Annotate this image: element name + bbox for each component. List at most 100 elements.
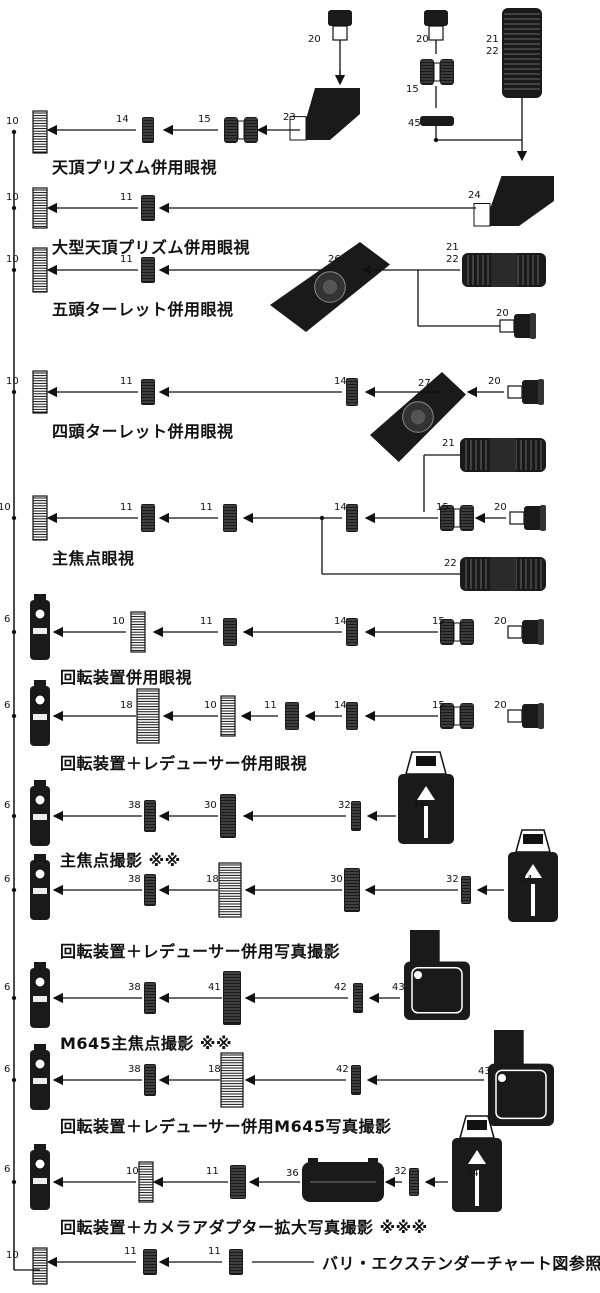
part-number-label: 36 [286, 1168, 299, 1179]
zoom-eyepiece-icon [460, 438, 546, 472]
part-number-label: 14 [116, 114, 129, 125]
part-number-label: 23 [283, 112, 296, 123]
adapter-ring-icon [141, 257, 155, 283]
part-number-label: 30 [204, 800, 217, 811]
rotator-unit-icon [30, 680, 50, 746]
rotator-ring-icon [137, 689, 159, 743]
junction-dot [12, 714, 16, 718]
rotator-ring-icon [33, 371, 47, 413]
eyepiece-icon [510, 505, 546, 531]
camera-adapter-icon [302, 1158, 384, 1202]
part-number-label: 10 [6, 376, 19, 387]
part-number-label: 10 [6, 116, 19, 127]
adapter-ring-icon [346, 702, 358, 730]
part-number-label: 45 [408, 118, 421, 129]
part-number-label: 10 [126, 1166, 139, 1177]
adapter-ring-icon [141, 504, 155, 532]
part-number-label: 43 [478, 1066, 491, 1077]
part-number-label: 11 [206, 1166, 219, 1177]
caption-four-turret: 四頭ターレット併用眼視 [52, 418, 234, 442]
junction-dot [12, 1078, 16, 1082]
part-number-label: 24 [468, 190, 481, 201]
adapter-ring-icon [344, 868, 360, 912]
part-number-label: 18 [208, 1064, 221, 1075]
part-number-label: 11 [200, 616, 213, 627]
rotator-ring-icon [219, 863, 241, 917]
rotator-ring-icon [33, 111, 47, 153]
zoom-eyepiece-icon [502, 8, 542, 98]
part-number-label: 11 [208, 1246, 221, 1257]
rotator-ring-icon [221, 696, 235, 736]
part-number-label: 10 [204, 700, 217, 711]
adapter-ring-icon [461, 876, 471, 904]
part-number-label: 11 [120, 502, 133, 513]
adapter-ring-icon [144, 800, 156, 832]
rotator-ring-icon [33, 248, 47, 292]
part-number-label: 20 [308, 34, 321, 45]
caption-rotator-visual: 回転装置併用眼視 [60, 664, 192, 688]
eyepiece-icon [328, 10, 352, 40]
part-number-label: 11 [200, 502, 213, 513]
part-number-label: 14 [334, 700, 347, 711]
adapter-ring-icon [353, 983, 363, 1013]
part-number-label: 38 [128, 874, 141, 885]
junction-dot [12, 516, 16, 520]
part-number-label: 15 [432, 616, 445, 627]
part-number-label: 11 [120, 192, 133, 203]
part-number-label: 41 [208, 982, 221, 993]
part-number-label: 38 [128, 982, 141, 993]
adapter-ring-icon [229, 1249, 243, 1275]
part-number-label: 11 [264, 700, 277, 711]
zenith-prism-icon [290, 88, 360, 140]
part-number-label: 10 [6, 1250, 19, 1261]
part-number-label: 15 [198, 114, 211, 125]
eyepiece-icon [508, 379, 544, 405]
part-number-label: 15 [406, 84, 419, 95]
part-number-label: 11 [120, 376, 133, 387]
part-number-label: 6 [4, 1164, 10, 1175]
part-number-label: 22 [486, 46, 499, 57]
m645-camera-icon [404, 930, 470, 1020]
adapter-ring-icon [143, 1249, 157, 1275]
rotator-ring-icon [221, 1053, 243, 1107]
m645-camera-icon [488, 1030, 554, 1126]
part-number-label: 21 [486, 34, 499, 45]
adapter-ring-icon [285, 702, 299, 730]
adapter-ring-icon [346, 504, 358, 532]
part-number-label: 6 [4, 800, 10, 811]
large-zenith-prism-icon [474, 176, 554, 226]
part-number-label: 43 [392, 982, 405, 993]
part-number-label: 18 [206, 874, 219, 885]
zoom-eyepiece-icon [460, 557, 546, 591]
rotator-ring-icon [33, 496, 47, 540]
adapter-ring-icon [351, 801, 361, 831]
junction-dot [12, 268, 16, 272]
junction-dot [12, 888, 16, 892]
junction-dot [12, 630, 16, 634]
part-number-label: 38 [128, 1064, 141, 1075]
part-number-label: 6 [4, 614, 10, 625]
rotator-ring-icon [139, 1162, 153, 1202]
rotator-ring-icon [33, 1248, 47, 1284]
adapter-ring-icon [141, 379, 155, 405]
part-number-label: 22 [446, 254, 459, 265]
part-number-label: 30 [330, 874, 343, 885]
adapter-ring-icon [346, 378, 358, 406]
caption-five-turret: 五頭ターレット併用眼視 [52, 296, 234, 320]
junction-dot [12, 814, 16, 818]
part-number-label: 14 [334, 376, 347, 387]
junction-dot [12, 390, 16, 394]
part-number-label: 18 [120, 700, 133, 711]
part-number-label: 6 [4, 700, 10, 711]
junction-dot [12, 130, 16, 134]
rotator-unit-icon [30, 1144, 50, 1210]
adapter-ring-icon [223, 618, 237, 646]
adapter-ring-icon [144, 874, 156, 906]
part-number-label: 10 [112, 616, 125, 627]
barlow-adapter-icon [440, 619, 474, 645]
part-number-label: 32 [338, 800, 351, 811]
caption-large-zenith-prism: 大型天頂プリズム併用眼視 [52, 234, 250, 258]
adapter-ring-icon [409, 1168, 419, 1196]
part-number-label: 20 [416, 34, 429, 45]
adapter-ring-icon [351, 1065, 361, 1095]
